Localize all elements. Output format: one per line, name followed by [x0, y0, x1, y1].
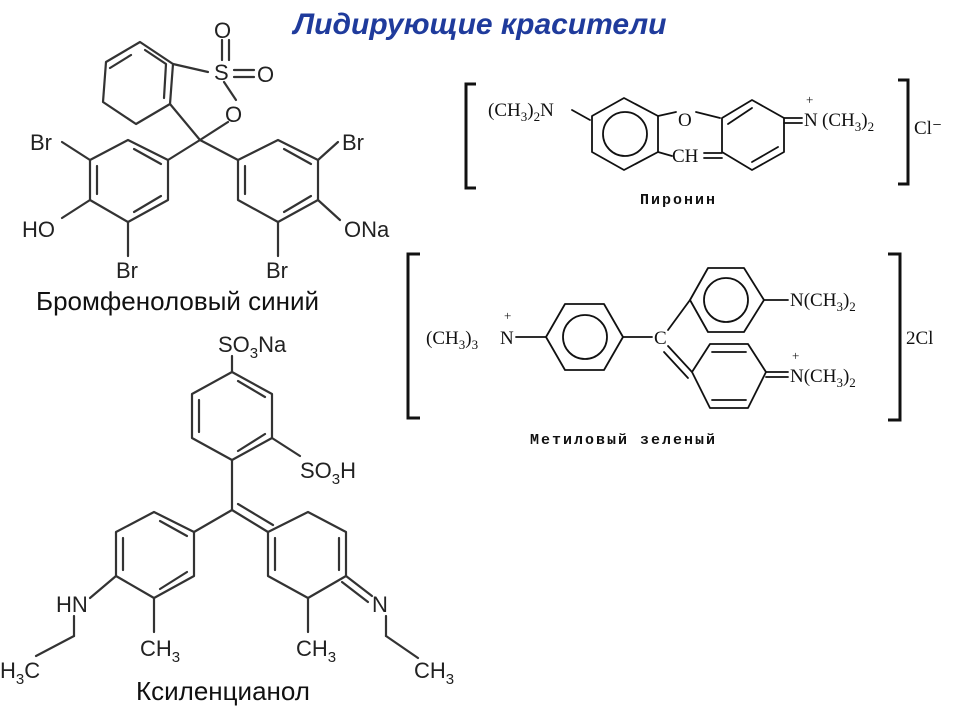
bpb-ho: HO: [22, 217, 55, 242]
mg-nme2-top: N(CH3)2: [790, 290, 856, 314]
bpb-ona: ONa: [344, 217, 390, 242]
xylene-cyanol-name: Ксиленцианол: [136, 676, 310, 706]
pyronin-o-atom: O: [678, 110, 692, 131]
mg-central-c: C: [654, 328, 667, 349]
xc-h3c: H3C: [0, 658, 40, 688]
bpb-br-2: Br: [342, 130, 364, 155]
bromophenol-blue-name: Бромфеноловый синий: [36, 286, 320, 316]
pyronin-counterion: Cl⁻: [914, 118, 942, 139]
methyl-green-structure: (CH3)3 + N C N(CH3)2: [406, 252, 933, 449]
xc-hn: HN: [56, 592, 88, 617]
bpb-br-1: Br: [30, 130, 52, 155]
mg-plus-1: +: [504, 308, 511, 323]
bpb-o-right: O: [257, 62, 274, 87]
pyronin-n-plus: N: [804, 110, 818, 131]
xc-ch3-right: CH3: [296, 636, 336, 666]
xylene-cyanol-structure: SO3Na SO3H HN H3C CH3: [0, 332, 454, 688]
mg-nme3: (CH3)3: [426, 328, 478, 352]
bromophenol-blue-structure: S O O O Br HO Br Br ONa: [22, 18, 390, 283]
slide-title: Лидирующие красители: [293, 8, 667, 41]
bpb-o-top: O: [214, 18, 231, 43]
pyronin-plus: +: [806, 92, 813, 107]
pyronin-me2-right: (CH3)2: [822, 110, 874, 134]
xc-ch3-left: CH3: [140, 636, 180, 666]
xc-ch3-end: CH3: [414, 658, 454, 688]
mg-plus-2: +: [792, 348, 799, 363]
mg-name: Метиловый зеленый: [530, 432, 717, 449]
bpb-s-atom: S: [214, 60, 229, 85]
pyronin-structure: (CH3)2N O CH + N (CH3)2 Cl⁻: [464, 78, 942, 209]
mg-n-plus-1: N: [500, 328, 514, 349]
pyronin-nme2-left: (CH3)2N: [488, 100, 554, 124]
bpb-br-4: Br: [266, 258, 288, 283]
mg-nme2-bot: N(CH3)2: [790, 366, 856, 390]
pyronin-ch: CH: [672, 146, 699, 167]
pyronin-name: Пиронин: [640, 192, 717, 209]
xc-so3h: SO3H: [300, 458, 356, 488]
bpb-br-3: Br: [116, 258, 138, 283]
xc-so3na: SO3Na: [218, 332, 287, 362]
xc-n: N: [372, 592, 388, 617]
mg-counterion: 2Cl: [906, 328, 933, 349]
bpb-o-ring: O: [225, 102, 242, 127]
